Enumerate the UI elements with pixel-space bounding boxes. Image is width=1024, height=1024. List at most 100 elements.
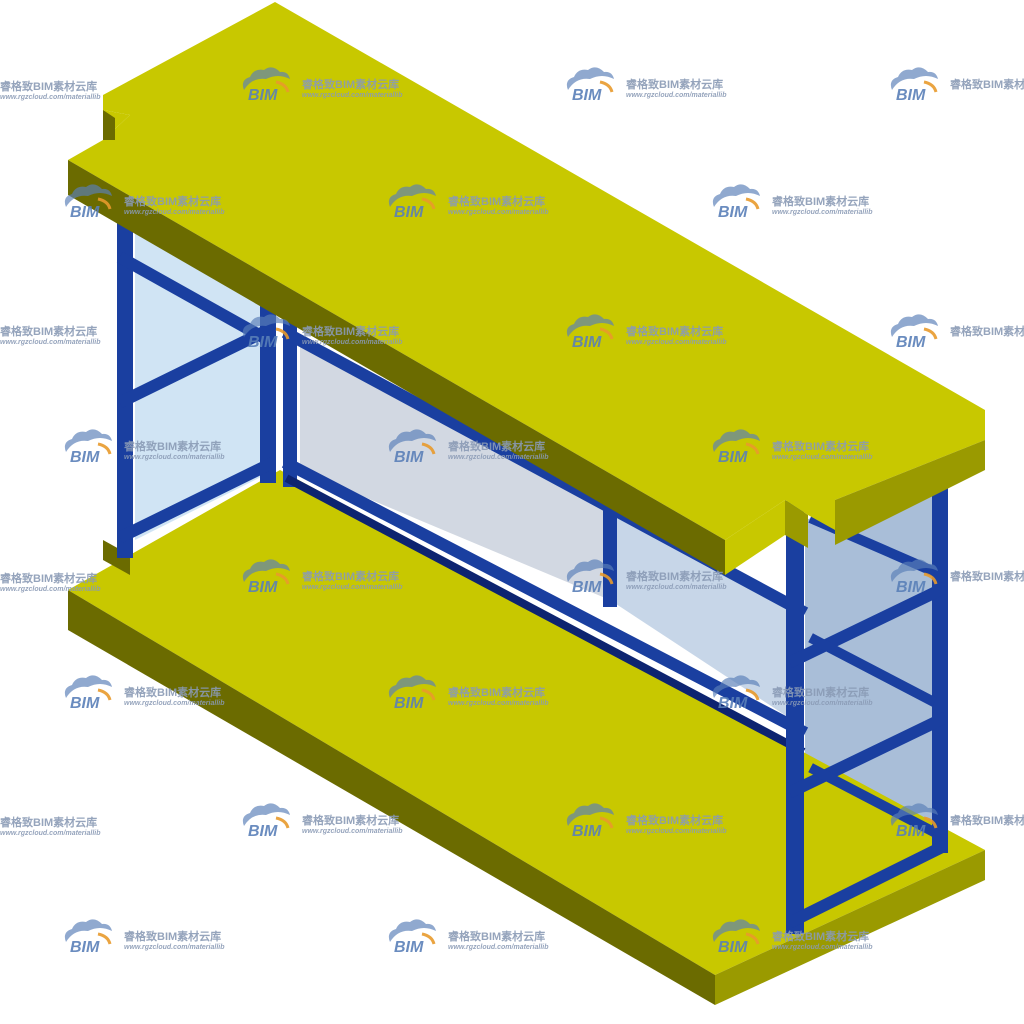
watermark: BIM 睿格致BIM素材云库 www.rgzcloud.com/material… bbox=[712, 675, 873, 712]
cloud-bim-logo-icon bbox=[64, 675, 112, 698]
bottom-slab-front bbox=[68, 590, 715, 1005]
watermark-brand-text: 睿格致BIM素材云库 bbox=[448, 439, 545, 453]
watermark-url-text: www.rgzcloud.com/materiallib bbox=[626, 92, 727, 99]
watermark-url-text: www.rgzcloud.com/materiallib bbox=[124, 944, 225, 951]
watermark: BIM 睿格致BIM素材云库 www.rgzcloud.com/material… bbox=[566, 803, 727, 840]
watermark-url-text: www.rgzcloud.com/materiallib bbox=[626, 584, 727, 591]
watermark-logo-text: BIM bbox=[896, 87, 926, 104]
watermark-logo-text: BIM bbox=[896, 823, 926, 840]
watermark-brand-text: 睿格致BIM素材云库 bbox=[950, 813, 1024, 827]
watermark-logo-text: BIM bbox=[394, 449, 424, 466]
watermark-url-text: www.rgzcloud.com/materiallib bbox=[302, 339, 403, 346]
watermark: BIM 睿格致BIM素材云库 www.rgzcloud.com/material… bbox=[712, 184, 873, 221]
watermark-brand-text: 睿格致BIM素材云库 bbox=[626, 77, 723, 91]
watermark-logo-text: BIM bbox=[572, 334, 602, 351]
watermark-url-text: www.rgzcloud.com/materiallib bbox=[448, 700, 549, 707]
watermark-brand-text: 睿格致BIM素材云库 bbox=[0, 324, 97, 338]
watermark-logo-text: BIM bbox=[718, 939, 748, 956]
watermark: BIM 睿格致BIM素材云库 www.rgzcloud.com/material… bbox=[64, 429, 225, 466]
watermark-brand-text: 睿格致BIM素材云库 bbox=[772, 929, 869, 943]
watermark-logo-text: BIM bbox=[394, 204, 424, 221]
watermark-url-text: www.rgzcloud.com/materiallib bbox=[626, 339, 727, 346]
watermark-brand-text: 睿格致BIM素材云库 bbox=[124, 685, 221, 699]
watermark: BIM 睿格致BIM素材云库 www.rgzcloud.com/material… bbox=[566, 314, 727, 351]
frame-beam-left-3 bbox=[116, 456, 277, 544]
watermark-logo-text: BIM bbox=[718, 204, 748, 221]
watermark: BIM 睿格致BIM素材云库 www.rgzcloud.com/material… bbox=[712, 919, 873, 956]
cloud-bim-logo-icon bbox=[242, 559, 290, 582]
watermark-brand-text: 睿格致BIM素材云库 bbox=[124, 929, 221, 943]
watermark-brand-text: 睿格致BIM素材云库 bbox=[0, 815, 97, 829]
watermark-url-text: www.rgzcloud.com/materiallib bbox=[302, 92, 403, 99]
cloud-bim-logo-icon bbox=[712, 429, 760, 452]
top-slab-top bbox=[68, 2, 985, 540]
cloud-bim-logo-icon bbox=[890, 803, 938, 826]
top-slab-front bbox=[68, 160, 725, 575]
watermark-brand-text: 睿格致BIM素材云库 bbox=[772, 439, 869, 453]
cloud-bim-logo-icon bbox=[890, 559, 938, 582]
watermark-url-text: www.rgzcloud.com/materiallib bbox=[124, 454, 225, 461]
watermark: BIM 睿格致BIM素材云库 www.rgzcloud.com/material… bbox=[566, 67, 727, 104]
cloud-bim-logo-icon bbox=[890, 67, 938, 90]
watermark-url-text: www.rgzcloud.com/materiallib bbox=[772, 209, 873, 216]
frame-beam-left-1 bbox=[116, 251, 277, 349]
watermark-brand-text: 睿格致BIM素材云库 bbox=[124, 194, 221, 208]
watermark-logo-text: BIM bbox=[572, 823, 602, 840]
watermark-logo-text: BIM bbox=[718, 449, 748, 466]
watermark-logo-text: BIM bbox=[70, 204, 100, 221]
top-slab-step-front bbox=[725, 500, 785, 575]
cloud-bim-logo-icon bbox=[388, 184, 436, 207]
cloud-bim-logo-icon bbox=[242, 67, 290, 90]
frame-beam-back-low bbox=[284, 474, 806, 756]
cloud-bim-logo-icon bbox=[566, 314, 614, 337]
top-slab-right bbox=[835, 440, 985, 545]
watermark-brand-text: 睿格致BIM素材云库 bbox=[772, 685, 869, 699]
watermark-url-text: www.rgzcloud.com/materiallib bbox=[302, 584, 403, 591]
watermark: BIM 睿格致BIM素材云库 www.rgzcloud.com/material… bbox=[242, 314, 403, 351]
watermark-url-text: www.rgzcloud.com/materiallib bbox=[302, 828, 403, 835]
frame-beam-left-2 bbox=[116, 321, 277, 409]
watermark-url-text: www.rgzcloud.com/materiallib bbox=[124, 209, 225, 216]
cloud-bim-logo-icon bbox=[712, 919, 760, 942]
watermark-logo-text: BIM bbox=[896, 334, 926, 351]
watermark-url-text: www.rgzcloud.com/materiallib bbox=[0, 586, 101, 593]
watermark: BIM 睿格致BIM素材云库 bbox=[890, 67, 1024, 104]
watermark-url-text: www.rgzcloud.com/materiallib bbox=[124, 700, 225, 707]
watermark-brand-text: 睿格致BIM素材云库 bbox=[626, 324, 723, 338]
watermark-brand-text: 睿格致BIM素材云库 bbox=[950, 77, 1024, 91]
watermark-brand-text: 睿格致BIM素材云库 bbox=[448, 929, 545, 943]
watermark-brand-text: 睿格致BIM素材云库 bbox=[626, 813, 723, 827]
frame-beam-right-1 bbox=[786, 581, 949, 669]
cloud-bim-logo-icon bbox=[64, 919, 112, 942]
watermark-brand-text: 睿格致BIM素材云库 bbox=[0, 571, 97, 585]
watermark-brand-text: 睿格致BIM素材云库 bbox=[626, 569, 723, 583]
cloud-bim-logo-icon bbox=[388, 919, 436, 942]
cloud-bim-logo-icon bbox=[388, 675, 436, 698]
glass-back-long bbox=[300, 340, 610, 600]
watermark-url-text: www.rgzcloud.com/materiallib bbox=[0, 339, 101, 346]
watermark-logo-text: BIM bbox=[70, 695, 100, 712]
glass-left-end bbox=[135, 230, 275, 540]
watermark-logo-text: BIM bbox=[394, 939, 424, 956]
watermark: BIM 睿格致BIM素材云库 www.rgzcloud.com/material… bbox=[388, 184, 549, 221]
glass-back-long-2 bbox=[610, 510, 800, 725]
watermark-url-text: www.rgzcloud.com/materiallib bbox=[448, 209, 549, 216]
watermark: BIM 睿格致BIM素材云库 bbox=[890, 803, 1024, 840]
watermark-url-text: www.rgzcloud.com/materiallib bbox=[0, 830, 101, 837]
bottom-slab-right bbox=[715, 850, 985, 1005]
watermark: BIM 睿格致BIM素材云库 www.rgzcloud.com/material… bbox=[242, 67, 403, 104]
cloud-bim-logo-icon bbox=[712, 675, 760, 698]
watermark-logo-text: BIM bbox=[248, 334, 278, 351]
watermark-brand-text: 睿格致BIM素材云库 bbox=[124, 439, 221, 453]
watermark: BIM 睿格致BIM素材云库 bbox=[890, 314, 1024, 351]
watermark-brand-text: 睿格致BIM素材云库 bbox=[302, 569, 399, 583]
top-slab-step bbox=[785, 500, 808, 548]
watermark-logo-text: BIM bbox=[394, 695, 424, 712]
watermark-brand-text: 睿格致BIM素材云库 bbox=[0, 79, 97, 93]
watermark-brand-text: 睿格致BIM素材云库 bbox=[302, 813, 399, 827]
frame-beam-right-diag-2 bbox=[808, 633, 937, 707]
watermark-brand-text: 睿格致BIM素材云库 bbox=[950, 569, 1024, 583]
watermark: BIM 睿格致BIM素材云库 www.rgzcloud.com/material… bbox=[566, 559, 727, 596]
cloud-bim-logo-icon bbox=[388, 429, 436, 452]
